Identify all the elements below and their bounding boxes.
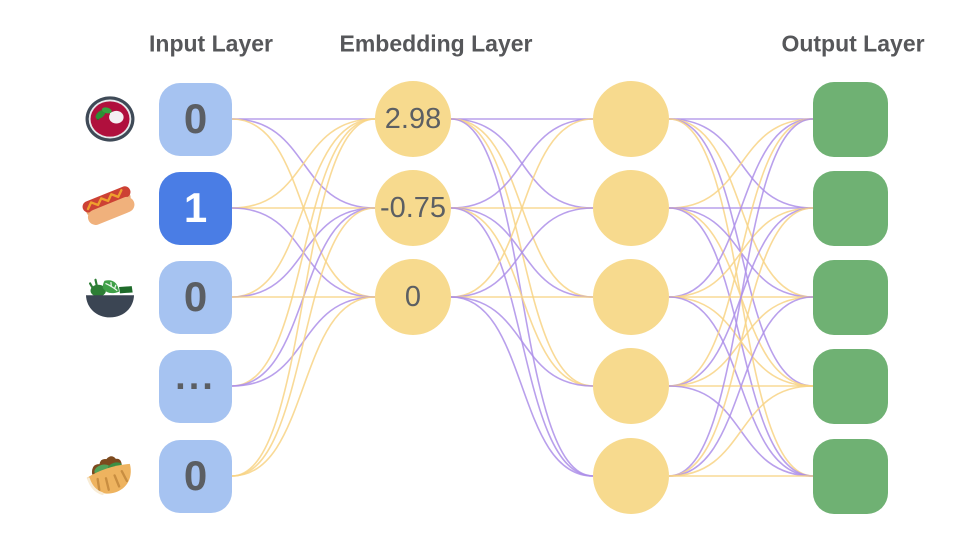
connection-edge — [668, 118, 814, 209]
output-node-5 — [813, 438, 888, 514]
embedding-node-1-value: 2.98 — [384, 102, 442, 135]
embedding-node-2: -0.75 — [375, 170, 451, 246]
input-node-5: 0 — [159, 439, 232, 513]
connection-edge — [450, 296, 594, 387]
embedding-node-2-value: -0.75 — [379, 191, 447, 224]
connection-edge — [668, 207, 814, 477]
pita-icon — [81, 447, 139, 505]
hidden-node-5 — [593, 438, 669, 514]
salad-icon — [81, 268, 139, 326]
embedding-node-3-value: 0 — [404, 280, 422, 313]
input-layer-title: Input Layer — [149, 30, 273, 57]
connection-edge — [231, 118, 376, 477]
connection-edge — [231, 118, 376, 209]
borscht-icon — [81, 90, 139, 148]
input-node-3: 0 — [159, 260, 232, 334]
hidden-node-2 — [593, 170, 669, 246]
connection-edge — [668, 296, 814, 477]
output-node-3 — [813, 259, 888, 335]
connection-edge — [450, 118, 594, 298]
input-node-4-value: ... — [175, 355, 216, 398]
connection-edge — [668, 118, 814, 477]
connection-edge — [450, 207, 594, 298]
input-node-2: 1 — [159, 171, 232, 245]
connection-edge — [231, 207, 376, 477]
input-node-1-value: 0 — [183, 95, 208, 142]
connection-edge — [668, 385, 814, 477]
connection-edge — [231, 118, 376, 298]
output-node-4 — [813, 348, 888, 424]
input-node-2-value: 1 — [183, 184, 208, 231]
output-layer-title: Output Layer — [781, 30, 925, 57]
hidden-node-1 — [593, 81, 669, 157]
input-node-1: 0 — [159, 82, 232, 156]
connection-edge — [450, 118, 594, 209]
embedding-node-1: 2.98 — [375, 81, 451, 157]
input-node-4: ... — [159, 349, 232, 423]
hotdog-icon — [81, 179, 139, 237]
embedding-node-3: 0 — [375, 259, 451, 335]
output-node-2 — [813, 170, 888, 246]
hidden-node-3 — [593, 259, 669, 335]
input-node-5-value: 0 — [183, 452, 208, 499]
input-node-3-value: 0 — [183, 273, 208, 320]
connection-edge — [231, 118, 376, 387]
output-node-1 — [813, 81, 888, 157]
connection-edge — [450, 296, 594, 477]
connection-edge — [231, 296, 376, 477]
embedding-layer-title: Embedding Layer — [339, 30, 533, 57]
hidden-node-4 — [593, 348, 669, 424]
connection-edge — [668, 118, 814, 387]
connection-edge — [668, 118, 814, 298]
